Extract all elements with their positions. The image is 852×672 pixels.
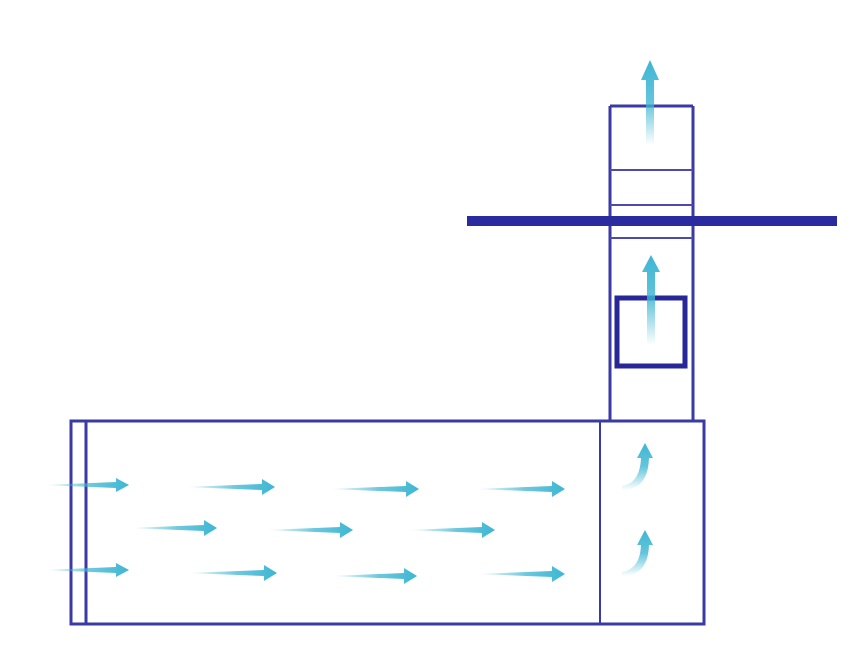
air-flow-arrow-icon (475, 481, 565, 497)
air-flow-arrow-icon (408, 522, 495, 538)
air-flow-arrow-icon (477, 566, 565, 582)
air-flow-arrow-icon (642, 255, 660, 345)
air-turn-arrow-icon (622, 530, 653, 576)
riser-arrows (622, 443, 653, 576)
horizontal-rail (467, 216, 837, 226)
air-flow-arrow-icon (329, 481, 419, 497)
air-flow-arrow-icon (641, 60, 659, 145)
chamber-outline (69, 419, 706, 626)
air-flow-arrow-icon (266, 522, 353, 538)
stack-up-arrows (641, 60, 660, 345)
inlet-arrows (44, 478, 129, 577)
air-flow-arrow-icon (185, 479, 275, 495)
air-flow-arrow-icon (187, 565, 277, 581)
horizontal-chamber (69, 419, 706, 626)
air-flow-arrow-icon (130, 520, 217, 536)
air-turn-arrow-icon (622, 443, 653, 490)
chamber-flow-arrows (130, 479, 565, 584)
air-flow-arrow-icon (44, 478, 129, 492)
air-flow-arrow-icon (44, 563, 129, 577)
air-flow-arrow-icon (331, 568, 417, 584)
